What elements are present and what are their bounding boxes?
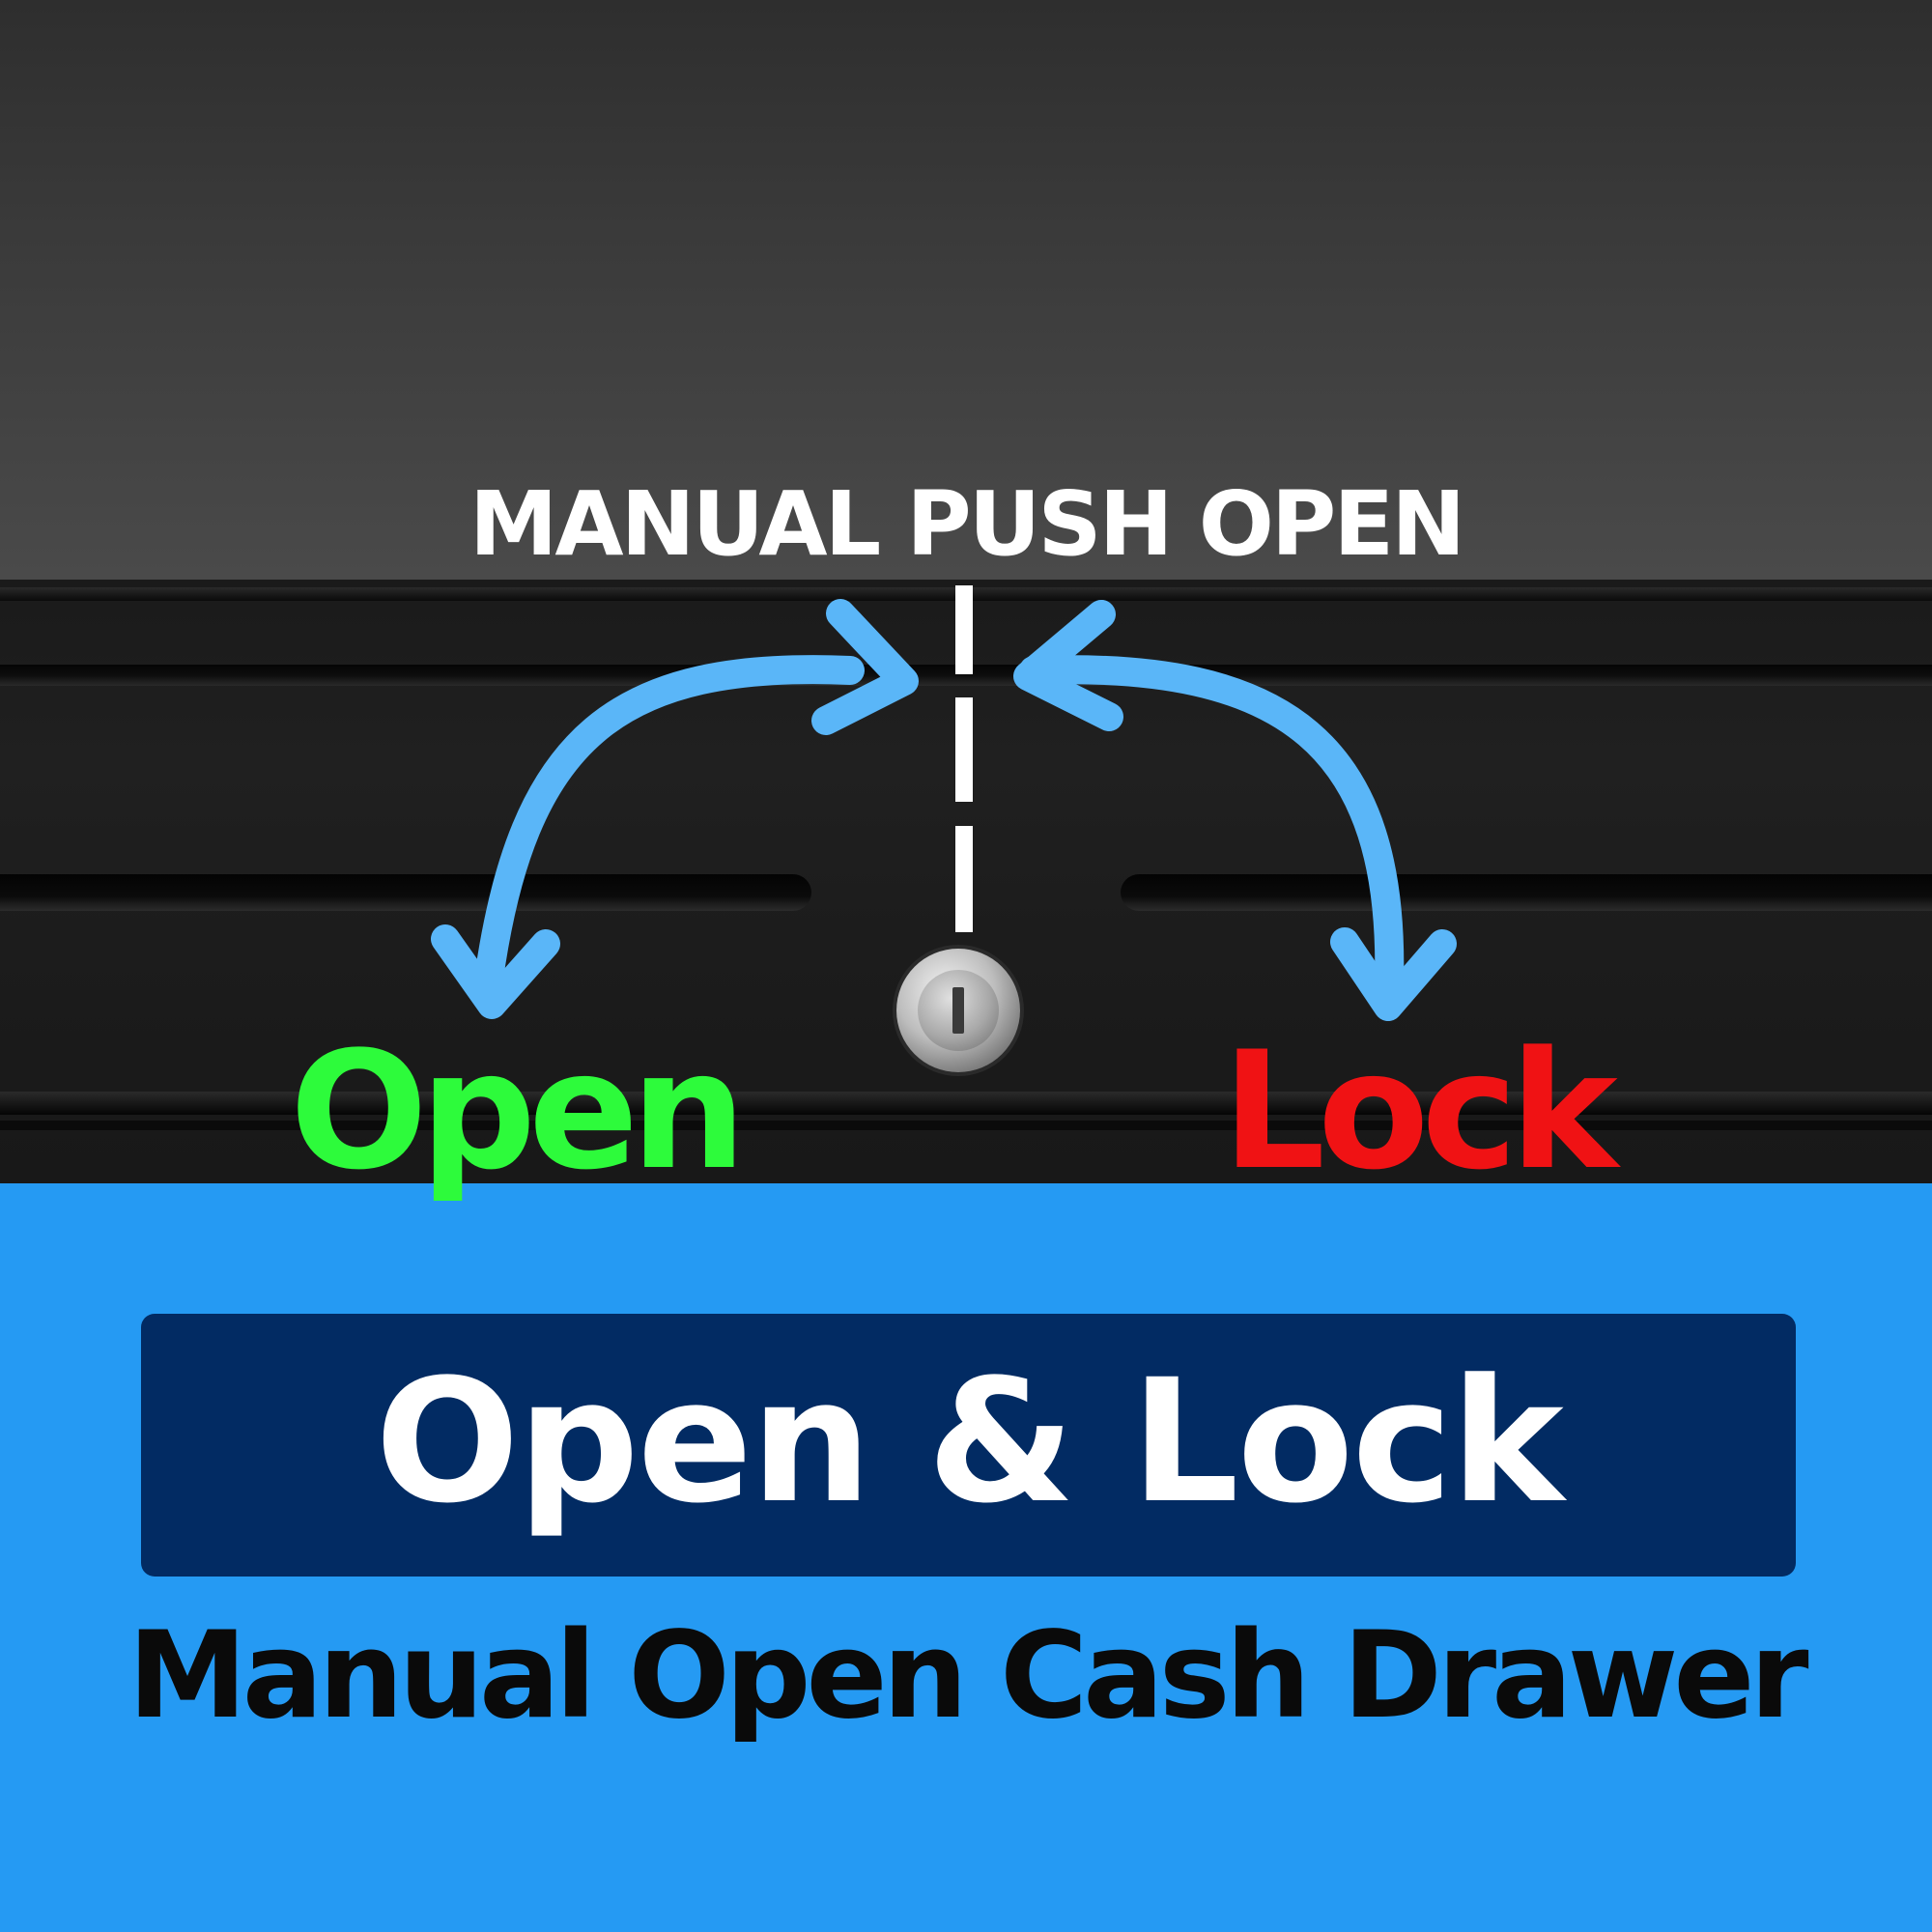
lock-label: Lock [1222,1016,1618,1206]
lock-cylinder-icon [896,949,1020,1072]
open-arrow-curve [473,655,865,1000]
cash-drawer-photo [0,0,1932,1183]
page-title: Open & Lock [375,1343,1564,1541]
lock-arrow-head-top [1013,600,1123,731]
lock-arrow-icon [1013,600,1457,1021]
drawer-ridge [0,665,1932,686]
open-arrow-icon [431,599,919,1019]
lock-arrow-curve [1019,655,1405,1000]
open-arrow-head-bottom [431,924,560,1019]
drawer-ridge [0,1121,1932,1130]
drawer-slot-right [1121,874,1932,911]
lock-arrow-head-bottom [1330,927,1457,1021]
open-arrow-head-top [811,599,919,735]
arrow-overlay [431,585,1457,1021]
subtitle: Manual Open Cash Drawer [128,1606,1808,1746]
lock-keyway [952,987,964,1034]
open-label: Open [290,1016,747,1206]
drawer-ridge [0,1092,1932,1115]
drawer-top-panel [0,0,1932,580]
manual-push-open-label: MANUAL PUSH OPEN [469,472,1465,576]
lock-core [918,970,999,1051]
drawer-slot-left [0,874,811,911]
title-banner: Open & Lock [141,1314,1796,1577]
